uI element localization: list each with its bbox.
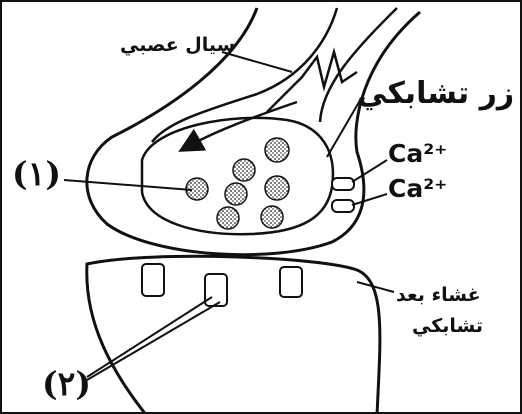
marker2-leader-line xyxy=(87,297,212,377)
calcium-channel xyxy=(332,178,354,190)
synaptic-knob-label: زر تشابكي xyxy=(357,76,514,111)
ca2-leader-line xyxy=(352,194,387,205)
vesicle xyxy=(225,183,247,205)
synaptic-vesicles xyxy=(186,138,289,229)
receptor xyxy=(280,267,302,297)
calcium-ion-label: Ca²⁺ xyxy=(388,139,447,168)
nerve-impulse-label: سيال عصبي xyxy=(120,34,235,56)
vesicle xyxy=(265,138,289,162)
vesicle xyxy=(261,206,283,228)
marker1-leader-line xyxy=(64,180,192,190)
ca1-leader-line xyxy=(352,160,387,182)
marker-2: (٢) xyxy=(42,364,91,403)
marker2-leader-line xyxy=(87,302,220,380)
vesicle xyxy=(265,176,289,200)
vesicle xyxy=(217,207,239,229)
vesicle xyxy=(233,159,255,181)
receptor xyxy=(205,274,227,306)
calcium-channel xyxy=(332,200,354,212)
receptor xyxy=(142,264,164,296)
calcium-ion-label: Ca²⁺ xyxy=(388,174,447,203)
calcium-channels xyxy=(332,178,354,212)
receptors xyxy=(142,264,302,306)
postsynaptic-membrane-label-line2: تشابكي xyxy=(412,315,483,337)
postsynaptic-membrane-label: غشاء بعد xyxy=(396,284,481,306)
marker-1: (١) xyxy=(12,154,61,193)
postsynaptic-membrane xyxy=(87,256,380,414)
